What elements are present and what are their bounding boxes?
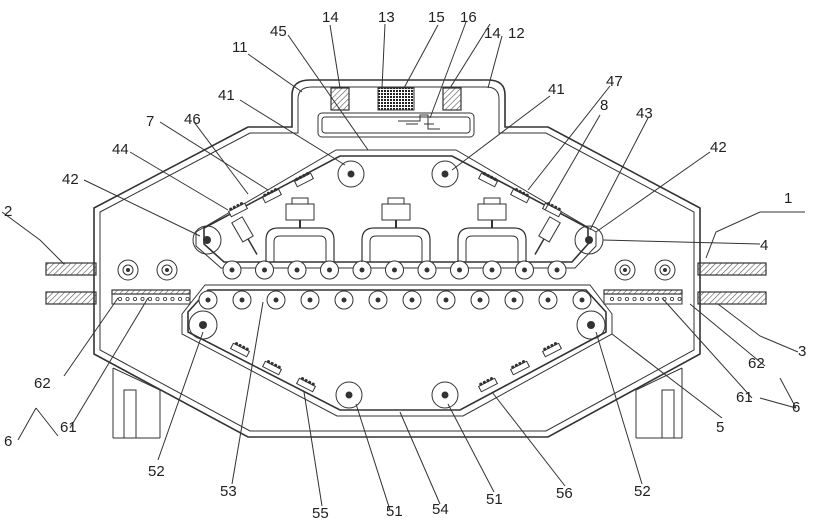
label-47: 47 [606,73,623,90]
press-assembly [266,198,334,262]
lower-roller [267,291,285,309]
upper-grip-pad [227,201,247,217]
press-assembly [458,198,526,262]
tension-cylinder [530,217,560,258]
press-assembly [362,198,430,262]
label-52-right: 52 [634,483,651,500]
label-14-left: 14 [322,9,339,26]
label-6-left: 6 [4,433,12,450]
label-2: 2 [4,203,12,220]
label-61-right: 61 [736,389,753,406]
magnet-block-right [443,88,461,110]
lower-grip-pad [509,359,529,375]
tension-cylinder [232,217,262,258]
label-15: 15 [428,9,445,26]
label-55: 55 [312,505,329,522]
upper-roller [321,261,339,279]
lower-grip-pad [541,341,561,357]
lower-roller [335,291,353,309]
label-52-left: 52 [148,463,165,480]
lower-roller [573,291,591,309]
lower-roller [403,291,421,309]
label-62-right: 62 [748,355,765,372]
label-12: 12 [508,25,525,42]
label-54: 54 [432,501,449,518]
upper-roller [548,261,566,279]
label-7: 7 [146,113,154,130]
label-42-left: 42 [62,171,79,188]
inlet-pipe [46,263,96,304]
upper-track [193,150,603,279]
coil-block [378,88,414,110]
upper-roller [288,261,306,279]
lower-roller [369,291,387,309]
label-51-right: 51 [486,491,503,508]
label-4: 4 [760,237,768,254]
lower-roller [471,291,489,309]
label-5: 5 [716,419,724,436]
label-46: 46 [184,111,201,128]
label-6-right: 6 [792,399,800,416]
label-61-left: 61 [60,419,77,436]
upper-roller [386,261,404,279]
lower-roller [199,291,217,309]
label-3: 3 [798,343,806,360]
label-42-right: 42 [710,139,727,156]
label-62-left: 62 [34,375,51,392]
upper-roller [223,261,241,279]
label-43: 43 [636,105,653,122]
label-41-right: 41 [548,81,565,98]
lower-roller [539,291,557,309]
label-1: 1 [784,190,792,207]
upper-roller [418,261,436,279]
lower-roller [301,291,319,309]
outlet-pipe [698,263,766,304]
label-11: 11 [232,39,248,56]
label-16: 16 [460,9,477,26]
lower-roller [437,291,455,309]
lower-grip-pad [477,376,497,392]
label-51-left: 51 [386,503,403,520]
upper-roller [483,261,501,279]
label-45: 45 [270,23,287,40]
label-44: 44 [112,141,129,158]
upper-roller [516,261,534,279]
upper-rollers [223,261,566,279]
magnet-block-left [331,88,349,110]
label-53: 53 [220,483,237,500]
lower-roller [233,291,251,309]
label-8: 8 [600,97,608,114]
lower-roller [505,291,523,309]
upper-roller [256,261,274,279]
label-56: 56 [556,485,573,502]
label-14-right: 14 [484,25,501,42]
upper-roller [353,261,371,279]
upper-grip-pad [261,187,281,203]
lower-grip-pad [231,341,251,357]
label-13: 13 [378,9,395,26]
label-41-left: 41 [218,87,235,104]
upper-grip-pad [511,187,531,203]
upper-roller [451,261,469,279]
